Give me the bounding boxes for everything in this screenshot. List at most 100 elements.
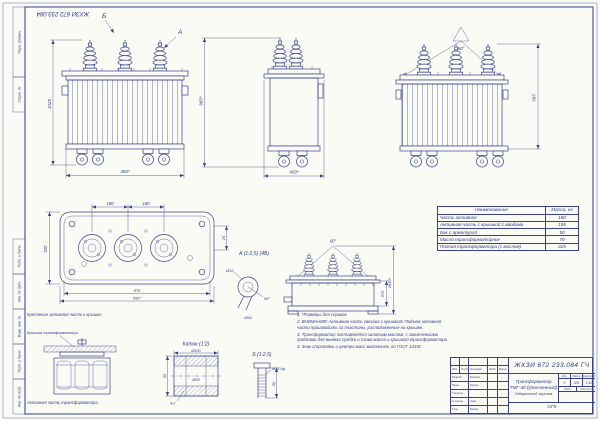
dim-plan-25: 25: [222, 235, 226, 241]
part-name: Масло трансформаторное: [437, 235, 546, 244]
note-1: 1. *Размеры для справок: [297, 312, 347, 317]
document-type: Габаритный чертеж: [514, 392, 553, 397]
note-4: 4. Знак строповки и центра масс выполнит…: [297, 344, 422, 349]
top-left-doc-stamp: ЖХЗИ 672 233.084: [36, 10, 90, 16]
staff-name: Белов: [469, 406, 488, 413]
dim-active-1810: 1810*: [387, 277, 392, 288]
part-name: Часть активная: [437, 213, 546, 222]
table-row: Масло трансформаторное 79: [437, 235, 579, 244]
side-view: 985* 400*: [198, 37, 325, 179]
dim-sling-height: 565: [532, 94, 537, 102]
active-lift-angle: 60°: [330, 239, 337, 244]
title-block-revision-grid: Изм. Лист № докум. Подп. Дата Разраб. Ми…: [451, 358, 509, 413]
detail-a-dia1: Ø32: [225, 268, 234, 273]
staff-role: Н.контр.: [451, 398, 469, 405]
sling-angle-label: 60°: [458, 46, 465, 51]
revision-header-row: Изм. Лист № докум. Подп. Дата: [451, 366, 508, 374]
note-3: 3. Трансформатор поставляется залитым ма…: [297, 331, 448, 343]
mount-callout-title: Крепление активной части к крышке: [27, 312, 102, 317]
dim-plan-180b: 180: [143, 201, 151, 206]
mass-table-header-name: Наименование: [437, 206, 546, 215]
product-line2: ТМГ-40 (утепленный): [509, 384, 558, 390]
document-number: ЖХЗИ 672 233.084 ГЧ: [509, 358, 595, 374]
scale-value: 1:10: [583, 379, 595, 387]
product-name: Трансформатор ТМГ-40 (утепленный) Габари…: [509, 374, 559, 402]
title-block-main: ЖХЗИ 672 233.084 ГЧ Трансформатор ТМГ-40…: [509, 358, 595, 413]
staff-name: Орлов: [469, 382, 488, 389]
col-list: Лист: [460, 366, 469, 373]
staff-role: Т.контр.: [451, 390, 469, 397]
lit-mass-scale-grid: Лит. Масса Масштаб У 325 1:10 Лист Листо…: [559, 374, 595, 402]
active-part-callout: Активная часть трансформатора: [26, 400, 98, 405]
staff-role: Разраб.: [451, 374, 469, 381]
dim-front-height: 1025: [47, 98, 52, 109]
staff-name: [469, 390, 488, 397]
detail-b-thread: М12-6g: [272, 367, 286, 371]
part-mass: 79: [545, 235, 579, 244]
roller-width: 35: [163, 373, 167, 378]
table-row: Часть активная 180: [437, 213, 579, 222]
cover-callout: Крышка трансформатора: [27, 330, 79, 335]
scale-label: Масштаб: [583, 375, 595, 379]
part-mass: 195: [545, 220, 579, 230]
active-lift-view: 60° 570 1810*: [283, 239, 396, 315]
margin-strip-label: Инв. № подл.: [18, 386, 22, 408]
technical-notes: 1. *Размеры для справок 2. ВНИМАНИЕ! Акт…: [297, 312, 451, 351]
col-data: Дата: [499, 366, 507, 371]
part-name: Полная трансформатора (с маслом): [437, 242, 546, 251]
part-mass: 50: [545, 228, 579, 237]
dim-plan-890: 890*: [133, 297, 141, 301]
plan-bushing-2: [114, 234, 142, 262]
margin-strip-label: Справ. №: [18, 86, 22, 102]
margin-strip-labels: Перв. примен. Справ. № Подп. и дата Инв.…: [18, 30, 22, 407]
staff-name: Зуев: [469, 398, 488, 405]
table-row: Полная трансформатора (с маслом) 325: [437, 242, 579, 251]
department-name: ОГК: [509, 402, 595, 413]
margin-strip-label: Взам. инв. №: [18, 315, 22, 337]
dim-plan-180a: 180: [107, 201, 115, 206]
staff-name: Михеев: [469, 374, 488, 381]
detail-a-angle: 56°: [264, 296, 270, 301]
roller-detail: Каток (1:2) Ø100 Ø55 35 4,2: [163, 342, 221, 406]
plan-view: 180 180 520 875 890* 25: [43, 201, 229, 304]
dim-side-width: 400*: [289, 170, 299, 175]
detail-b: Б (1:2,5) М12-6g 30: [252, 352, 286, 399]
staff-row: Н.контр. Зуев: [451, 398, 508, 406]
detail-a-dia2: Ø64: [243, 315, 252, 320]
part-mass: 325: [545, 242, 579, 251]
mass-table-header-mass: Масса, кг: [545, 206, 579, 215]
staff-role: Пров.: [451, 382, 469, 389]
part-name: Бак с арматурой: [437, 228, 546, 237]
dim-front-width: 450*: [120, 169, 130, 174]
table-row: Бак с арматурой 50: [437, 228, 579, 237]
dim-active-570: 570: [380, 290, 385, 297]
staff-row: Разраб. Михеев: [451, 374, 508, 382]
margin-strip-label: Перв. примен.: [18, 30, 22, 53]
col-doc: № докум.: [469, 366, 488, 373]
margin-strip-label: Подп. и дата: [18, 350, 22, 372]
staff-row: Утв. Белов: [451, 406, 508, 413]
margin-strip-label: Подп. и дата: [18, 245, 22, 267]
sling-view: 60° 565: [395, 26, 541, 168]
mass-table: Наименование Масса, кг Часть активная 18…: [437, 206, 579, 251]
revision-empty-row: [451, 358, 508, 366]
dim-side-height: 985*: [198, 96, 203, 106]
lit-label: Лит.: [559, 374, 571, 379]
plan-bushing-1: [78, 234, 106, 262]
lit-value: У: [559, 379, 571, 387]
roller-title: Каток (1:2): [183, 342, 210, 348]
dim-plan-520: 520: [43, 245, 48, 253]
sheet-label: Лист: [559, 387, 577, 392]
staff-row: Пров. Орлов: [451, 382, 508, 390]
detail-b-dim: 30: [272, 381, 276, 386]
col-podp: Подп.: [488, 366, 498, 373]
detail-a: А (1:2,5) (4В) Ø32 56° Ø64: [225, 251, 270, 320]
sheets-label: Листов 1: [577, 387, 595, 392]
part-mass: 180: [545, 213, 579, 222]
product-line1: Трансформатор: [515, 379, 552, 385]
part-name: Активная часть с крышкой с вводами: [437, 220, 546, 230]
note-2: 2. ВНИМАНИЕ! Активная часть связана с кр…: [297, 319, 442, 330]
detail-a-title: А (1:2,5) (4В): [238, 251, 269, 257]
